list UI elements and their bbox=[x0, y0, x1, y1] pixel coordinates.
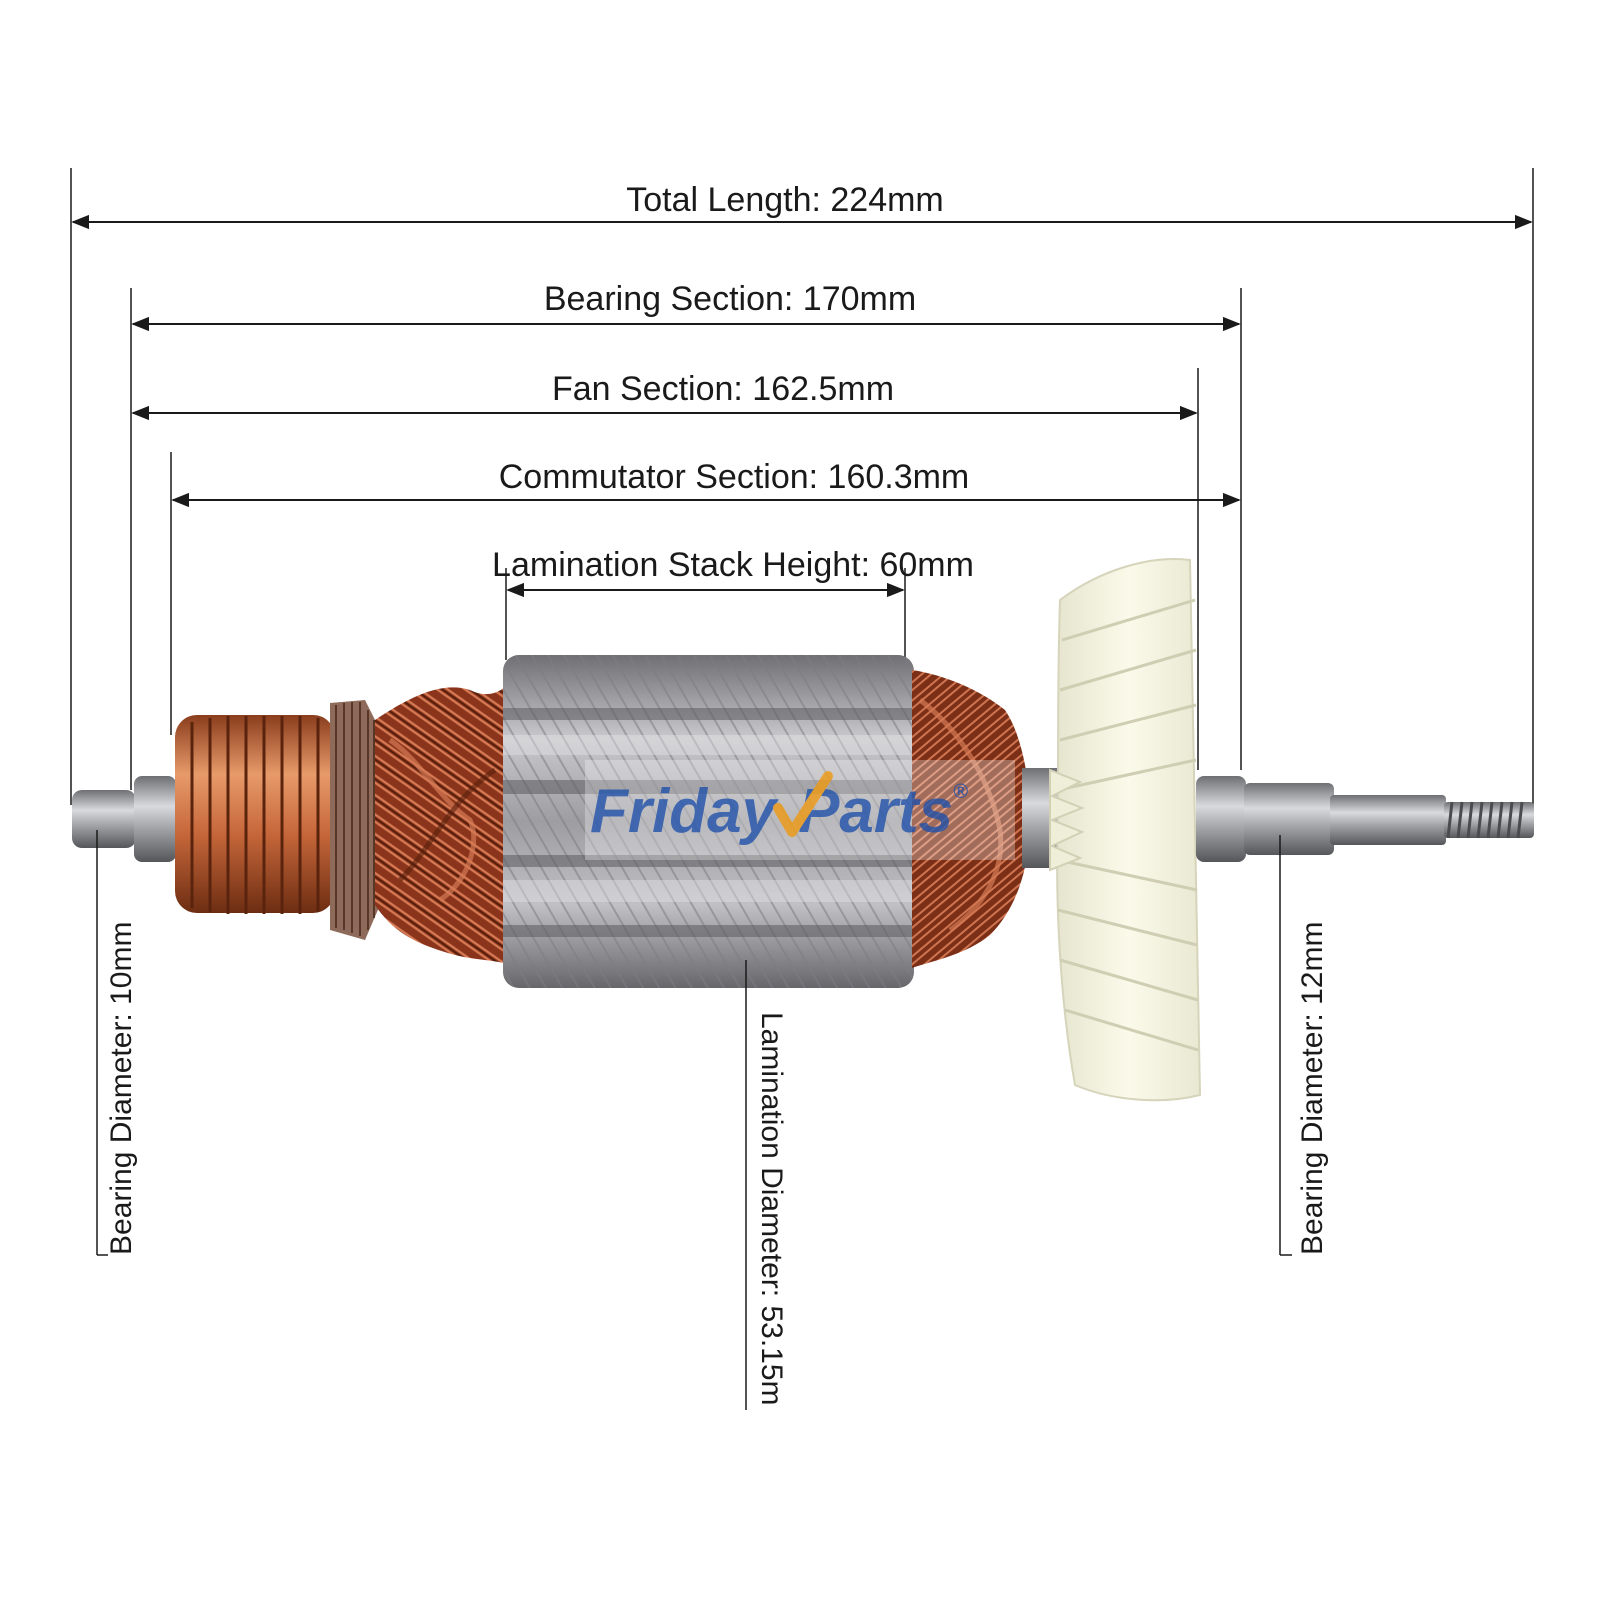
commutator-section-label: Commutator Section: 160.3mm bbox=[499, 458, 970, 496]
brand-name-part1: Friday bbox=[590, 777, 780, 846]
bearing-diameter-right-label: Bearing Diameter: 12mm bbox=[1296, 922, 1329, 1255]
right-windings bbox=[912, 670, 1030, 968]
dimension-lines bbox=[71, 214, 1533, 598]
lamination-stack-height-label: Lamination Stack Height: 60mm bbox=[492, 546, 974, 584]
riser-collar bbox=[330, 700, 380, 940]
left-shaft bbox=[72, 790, 136, 848]
armature bbox=[72, 558, 1534, 1102]
extension-lines bbox=[70, 168, 1534, 805]
bearing-diameter-left-label: Bearing Diameter: 10mm bbox=[105, 922, 138, 1255]
bearing-section-label: Bearing Section: 170mm bbox=[544, 280, 916, 318]
left-bearing-seat bbox=[134, 776, 176, 862]
right-shaft-step bbox=[1330, 795, 1446, 845]
right-bearing-seat bbox=[1196, 776, 1246, 862]
threaded-end bbox=[1444, 801, 1534, 839]
total-length-label: Total Length: 224mm bbox=[626, 181, 944, 219]
brand-check-icon bbox=[773, 771, 833, 837]
fan bbox=[1049, 558, 1202, 1102]
commutator bbox=[175, 715, 335, 914]
fan-section-label: Fan Section: 162.5mm bbox=[552, 370, 894, 408]
right-shaft bbox=[1244, 783, 1334, 855]
lamination-stack bbox=[503, 655, 914, 988]
leader-lines bbox=[96, 830, 1292, 1410]
lamination-diameter-label: Lamination Diameter: 53.15m bbox=[755, 1012, 788, 1406]
brand-registered-mark: ® bbox=[953, 781, 968, 803]
